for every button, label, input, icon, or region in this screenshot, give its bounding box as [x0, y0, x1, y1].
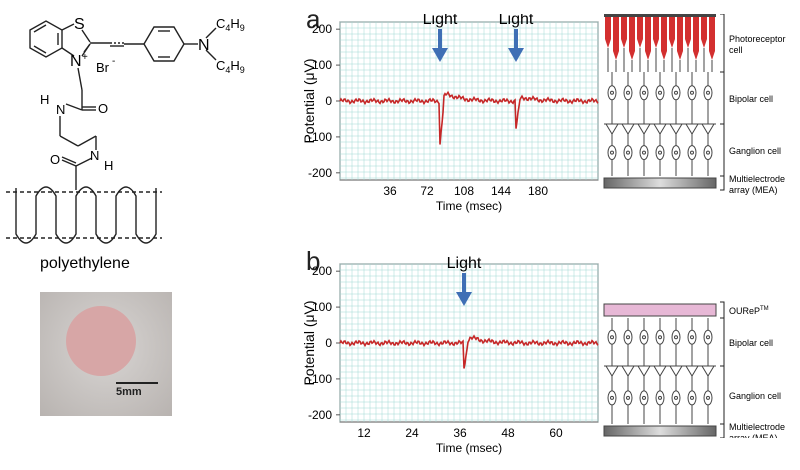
layer-bracket [720, 317, 725, 367]
atom-sulfur: S [74, 16, 85, 33]
layer-bracket [720, 123, 725, 177]
light-arrowhead [432, 48, 448, 62]
layer-label: cell [729, 45, 743, 55]
x-tick-label: 72 [420, 184, 434, 198]
x-tick-label: 60 [549, 426, 563, 440]
y-axis-label: Potential (μV) [301, 58, 317, 143]
x-axis-label: Time (msec) [436, 199, 502, 213]
atom-bromide: Br [96, 60, 110, 75]
y-axis-label: Potential (μV) [301, 300, 317, 385]
layer-label: array (MEA) [729, 433, 778, 438]
c4h9-top: C4H9 [216, 16, 245, 33]
signal-trace [339, 90, 599, 145]
layer-label: array (MEA) [729, 185, 778, 195]
layer-label: Multielectrode [729, 174, 785, 184]
y-tick-label: -100 [308, 372, 332, 386]
layer-bracket [720, 301, 725, 319]
x-tick-label: 144 [491, 184, 511, 198]
layer-label: Ganglion cell [729, 391, 781, 401]
x-tick-label: 24 [405, 426, 419, 440]
atom-o-1: O [98, 101, 108, 116]
bipolar-layer [604, 72, 716, 125]
x-tick-label: 48 [501, 426, 515, 440]
y-tick-label: 0 [325, 94, 332, 108]
bromide-charge: - [112, 56, 115, 67]
atom-amine-n: N [198, 37, 210, 54]
y-tick-label: 100 [312, 58, 332, 72]
light-arrowhead [456, 292, 472, 306]
photoreceptor-layer [604, 14, 716, 72]
light-arrowhead [508, 48, 524, 62]
x-tick-label: 180 [528, 184, 548, 198]
scale-bar [116, 382, 158, 384]
x-tick-label: 108 [454, 184, 474, 198]
layer-label: Photoreceptor [729, 34, 786, 44]
ganglion-layer [605, 123, 715, 176]
atom-nitrogen-plus: N [70, 53, 82, 70]
y-tick-label: -200 [308, 408, 332, 422]
atom-n-2: N [90, 148, 99, 163]
c4h9-bottom: C4H9 [216, 58, 245, 75]
film-disc [66, 306, 136, 376]
x-axis-label: Time (msec) [436, 441, 502, 455]
bipolar-layer [604, 318, 716, 367]
benzothiazole-ring [29, 20, 217, 190]
y-tick-label: 200 [312, 264, 332, 278]
layer-bracket [720, 71, 725, 125]
film-photo: 5mm [40, 292, 172, 416]
ganglion-layer [605, 365, 715, 424]
mea-plate [603, 425, 717, 437]
ourep-film [603, 303, 717, 317]
layer-label: Bipolar cell [729, 338, 773, 348]
grid [339, 263, 599, 422]
layer-bracket [720, 175, 725, 191]
x-tick-label: 12 [357, 426, 371, 440]
signal-trace [339, 334, 599, 369]
layer-label: Ganglion cell [729, 146, 781, 156]
polymer-label: polyethylene [40, 255, 130, 272]
panel-a-letter: a [306, 4, 321, 34]
layer-bracket [720, 423, 725, 438]
plus-charge: + [82, 52, 88, 63]
atom-h-2: H [104, 158, 113, 173]
mea-plate [603, 177, 717, 189]
light-label: Light [499, 14, 534, 28]
light-label: Light [447, 256, 482, 272]
molecule-structure: S N + Br - N C4H9 C4H9 H N O N H O polye… [6, 16, 245, 272]
x-tick-label: 36 [453, 426, 467, 440]
y-tick-label: 200 [312, 22, 332, 36]
x-tick-label: 36 [383, 184, 397, 198]
layer-label: OURePTM [729, 306, 769, 316]
light-label: Light [423, 14, 458, 28]
layer-label: Bipolar cell [729, 94, 773, 104]
layer-label: Multielectrode [729, 422, 785, 432]
y-tick-label: 0 [325, 336, 332, 350]
y-tick-label: 100 [312, 300, 332, 314]
polyethylene-chain [6, 186, 162, 244]
atom-o-2: O [50, 152, 60, 167]
y-tick-label: -100 [308, 130, 332, 144]
scale-label: 5mm [116, 386, 142, 398]
panel-b-letter: b [306, 246, 321, 276]
atom-h-1: H [40, 92, 49, 107]
layer-bracket [720, 14, 725, 73]
atom-n-1: N [56, 102, 65, 117]
layer-bracket [720, 365, 725, 425]
y-tick-label: -200 [308, 166, 332, 180]
